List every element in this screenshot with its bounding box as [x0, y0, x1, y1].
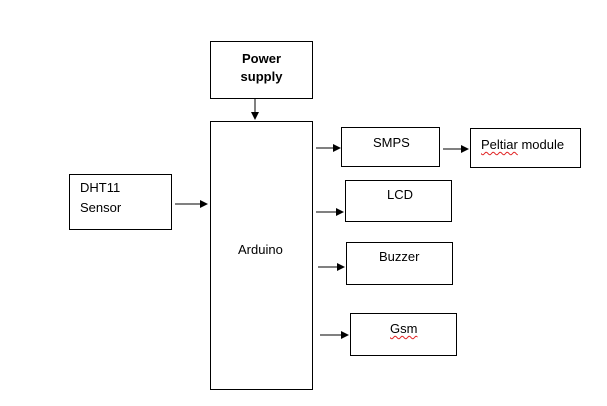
- lcd-block: LCD: [345, 180, 452, 222]
- dht11-label-line2: Sensor: [80, 200, 122, 215]
- power-supply-label-line2: supply: [240, 69, 283, 84]
- dht11-label-line1: DHT11: [80, 180, 121, 195]
- dht11-sensor-block: DHT11 Sensor: [69, 174, 172, 230]
- smps-block: SMPS: [341, 127, 440, 167]
- buzzer-block: Buzzer: [346, 242, 453, 285]
- gsm-label: Gsm: [390, 321, 418, 336]
- power-supply-block: Power supply: [210, 41, 313, 99]
- peltier-word: Peltiar: [481, 137, 518, 152]
- peltier-module-label: Peltiar module: [481, 136, 564, 154]
- power-supply-label: Power supply: [211, 50, 312, 86]
- arduino-label: Arduino: [238, 242, 283, 257]
- buzzer-label: Buzzer: [379, 249, 420, 264]
- power-supply-label-line1: Power: [241, 51, 281, 66]
- peltier-module-block: Peltiar module: [470, 128, 581, 168]
- lcd-label: LCD: [387, 187, 414, 202]
- gsm-block: Gsm: [350, 313, 457, 356]
- peltier-rest: module: [517, 137, 565, 152]
- smps-label: SMPS: [373, 135, 410, 150]
- arduino-block: Arduino: [210, 121, 313, 390]
